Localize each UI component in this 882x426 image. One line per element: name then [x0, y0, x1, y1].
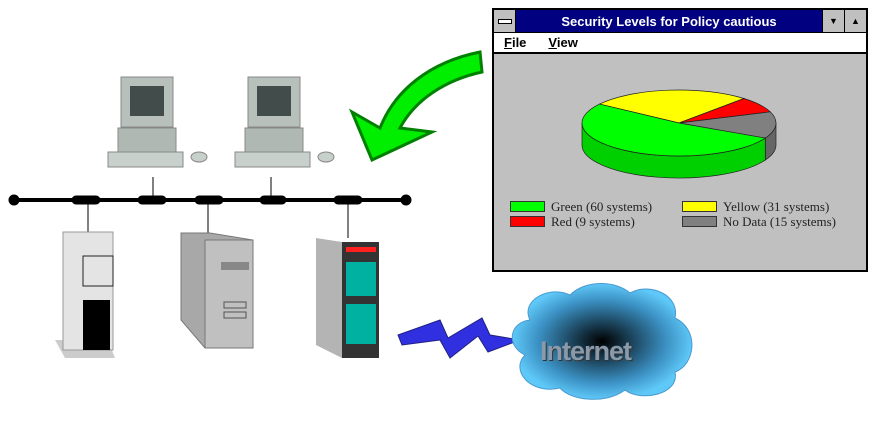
pie-slice-no-data	[678, 111, 777, 139]
checkmark-arrow-icon	[348, 50, 484, 163]
desktop-computer	[107, 76, 208, 168]
rack-server	[316, 238, 379, 358]
menu-bar: File View	[494, 33, 866, 54]
menu-file[interactable]: File	[504, 35, 527, 50]
lightning-link-icon	[397, 317, 522, 359]
chart-legend: Green (60 systems) Yellow (31 systems) R…	[510, 199, 854, 229]
minimize-button[interactable]: ▼	[822, 10, 844, 32]
network-bus	[8, 177, 412, 238]
pie-slice-yellow	[598, 89, 746, 124]
maximize-button[interactable]: ▲	[844, 10, 866, 32]
security-levels-window: Security Levels for Policy cautious ▼ ▲ …	[492, 8, 868, 272]
tower-server	[55, 231, 115, 358]
legend-item-green: Green (60 systems)	[510, 199, 682, 215]
legend-item-yellow: Yellow (31 systems)	[682, 199, 854, 215]
pie-slice-green	[581, 103, 767, 157]
system-menu-icon	[497, 18, 512, 24]
legend-item-red: Red (9 systems)	[510, 214, 682, 230]
legend-item-no-data: No Data (15 systems)	[682, 214, 854, 230]
title-bar: Security Levels for Policy cautious ▼ ▲	[494, 10, 866, 33]
internet-cloud-icon	[511, 283, 693, 400]
desktop-computer	[234, 76, 335, 168]
menu-view[interactable]: View	[548, 35, 578, 50]
system-menu-button[interactable]	[494, 10, 516, 32]
tower-server	[180, 232, 254, 349]
pie-chart	[581, 89, 777, 179]
internet-label: Internet	[540, 336, 632, 366]
window-title: Security Levels for Policy cautious	[561, 13, 777, 29]
